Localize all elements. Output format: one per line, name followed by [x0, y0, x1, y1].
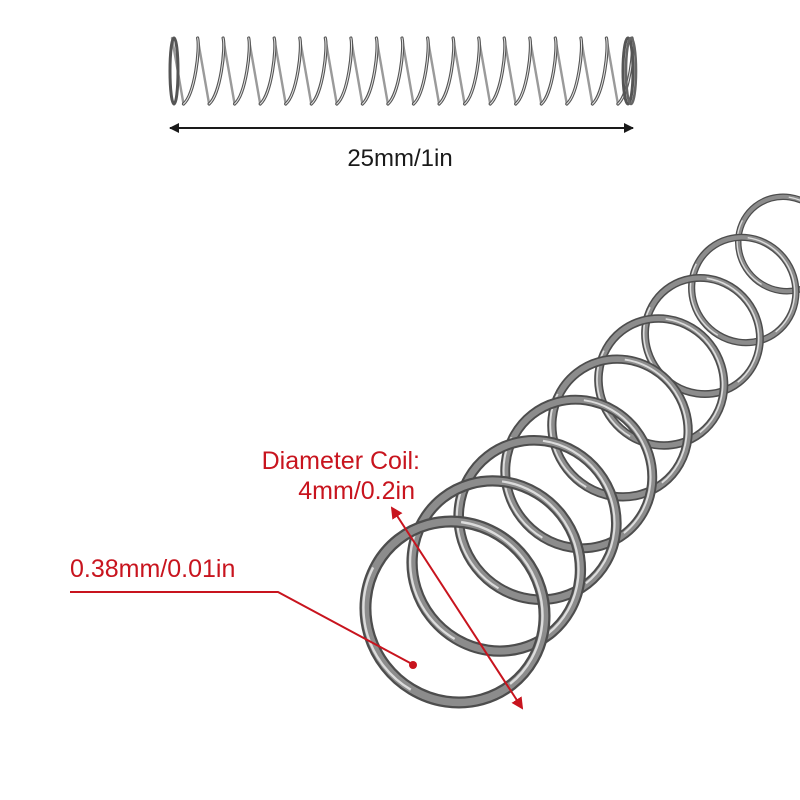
coil-diameter-arrow — [390, 506, 524, 710]
coil-diameter-value: 4mm/0.2in — [298, 477, 415, 505]
small-spring-image — [168, 36, 638, 106]
length-label: 25mm/1in — [347, 145, 453, 172]
coil-diameter-label: Diameter Coil: — [261, 447, 420, 475]
wire-diameter-label: 0.38mm/0.01in — [70, 555, 236, 583]
wire-leader-dot — [409, 661, 417, 669]
wire-leader-line — [70, 591, 413, 665]
